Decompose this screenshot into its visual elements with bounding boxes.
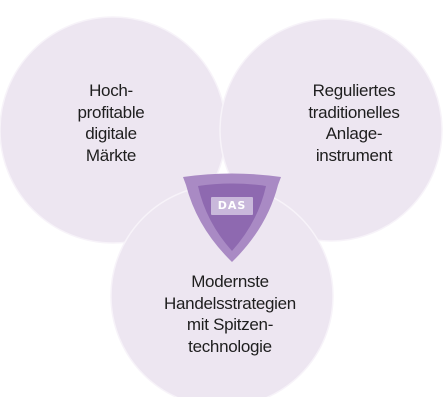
- label-line: traditionelles: [308, 102, 400, 122]
- label-line: Reguliertes: [312, 81, 396, 100]
- label-trading-strategies: Modernste Handelsstrategien mit Spitzen-…: [140, 271, 320, 357]
- logo-text: DAS: [217, 199, 247, 212]
- logo-badge: [211, 197, 253, 215]
- label-line: profitable: [77, 102, 145, 122]
- label-regulated-instrument: Reguliertes traditionelles Anlage- instr…: [283, 80, 425, 166]
- label-line: instrument: [315, 145, 393, 165]
- label-line: Anlage-: [325, 124, 383, 143]
- label-line: Märkte: [85, 145, 137, 165]
- label-line: technologie: [188, 336, 272, 356]
- label-line: Handelsstrategien: [164, 293, 296, 313]
- label-line: mit Spitzen-: [186, 315, 274, 334]
- label-line: Modernste: [191, 272, 269, 291]
- label-line: Hoch-: [89, 81, 133, 100]
- label-profitable-digital-markets: Hoch- profitable digitale Märkte: [46, 80, 176, 166]
- label-line: digitale: [85, 124, 137, 143]
